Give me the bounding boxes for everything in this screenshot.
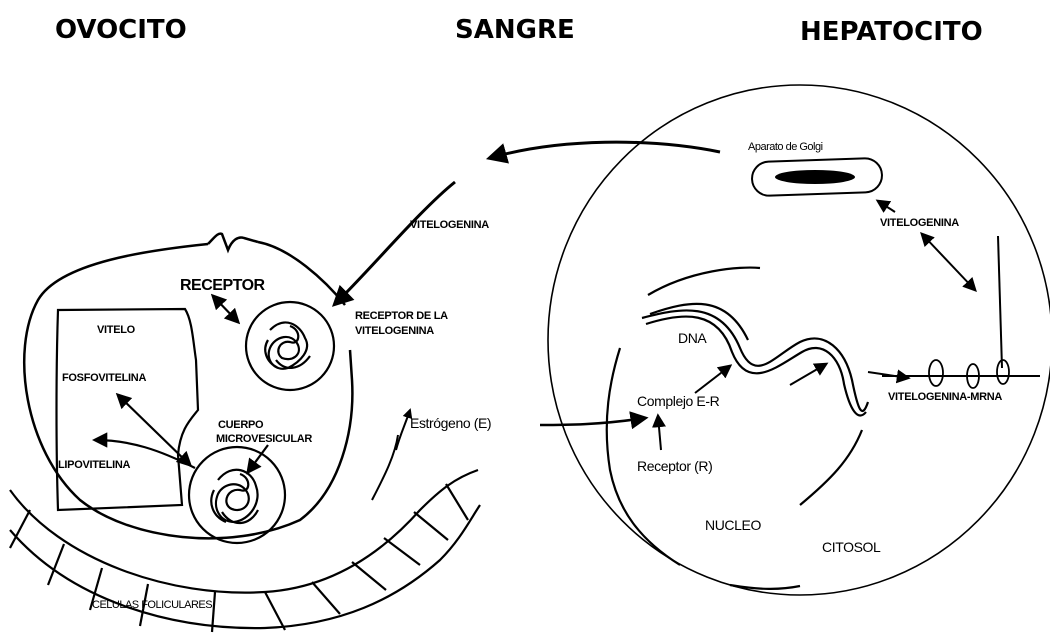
label-nucleo: NUCLEO: [705, 517, 761, 533]
line-mrna-to-golgi: [998, 236, 1002, 368]
arrow-receptor: [213, 296, 238, 322]
arrow-vitelogenina-to-oocyte: [335, 182, 455, 304]
label-receptor-r: Receptor (R): [637, 458, 712, 474]
label-citosol: CITOSOL: [822, 539, 881, 555]
ribosome-3: [997, 360, 1009, 384]
label-golgi: Aparato de Golgi: [748, 141, 823, 153]
label-vitelo: VITELO: [97, 324, 136, 336]
ribosome-1: [929, 360, 943, 386]
label-vitelogenina-blood: VITELOGENINA: [410, 219, 489, 231]
microvesicular-body: [189, 447, 285, 543]
follicular-cells: [10, 470, 480, 632]
title-sangre: SANGRE: [455, 15, 575, 45]
golgi-stack: [775, 170, 855, 184]
label-complejo: Complejo E-R: [637, 393, 720, 409]
arrow-complex-to-dna: [695, 366, 730, 393]
arrow-receptor-to-complex: [658, 416, 661, 450]
label-fosfovitelina: FOSFOVITELINA: [62, 372, 146, 384]
label-receptor: RECEPTOR: [180, 277, 266, 294]
label-mrna: VITELOGENINA-MRNA: [888, 391, 1002, 403]
label-estrogeno: Estrógeno (E): [410, 415, 491, 431]
arrow-transcription: [790, 364, 826, 385]
arrow-fosfovitelina: [118, 395, 190, 465]
vitelo-box: [57, 309, 199, 510]
receptor-vesicle: [246, 302, 334, 390]
label-microvesicular: MICROVESICULAR: [216, 433, 312, 445]
label-receptor-vitelogenina-2: VITELOGENINA: [355, 325, 434, 337]
microvesicular-scribble: [211, 470, 258, 523]
arrow-estrogen-to-complex: [540, 418, 645, 425]
label-lipovitelina: LIPOVITELINA: [58, 459, 131, 471]
label-dna: DNA: [678, 330, 707, 346]
title-hepatocito: HEPATOCITO: [800, 17, 983, 47]
arrow-from-hepatocyte: [490, 142, 720, 158]
title-ovocito: OVOCITO: [55, 15, 187, 45]
estrogen-vessel-line: [372, 435, 398, 500]
receptor-scribble: [265, 322, 310, 368]
label-receptor-vitelogenina-1: RECEPTOR DE LA: [355, 310, 448, 322]
arrow-estrogen-secretion: [396, 410, 410, 450]
arrow-into-golgi: [878, 201, 895, 212]
label-cuerpo: CUERPO: [218, 419, 264, 431]
label-vitelogenina-hepatocyte: VITELOGENINA: [880, 217, 959, 229]
label-celulas-foliculares: CELULAS FOLICULARES: [92, 599, 212, 611]
arrow-vitelogenina-golgi: [922, 234, 975, 290]
